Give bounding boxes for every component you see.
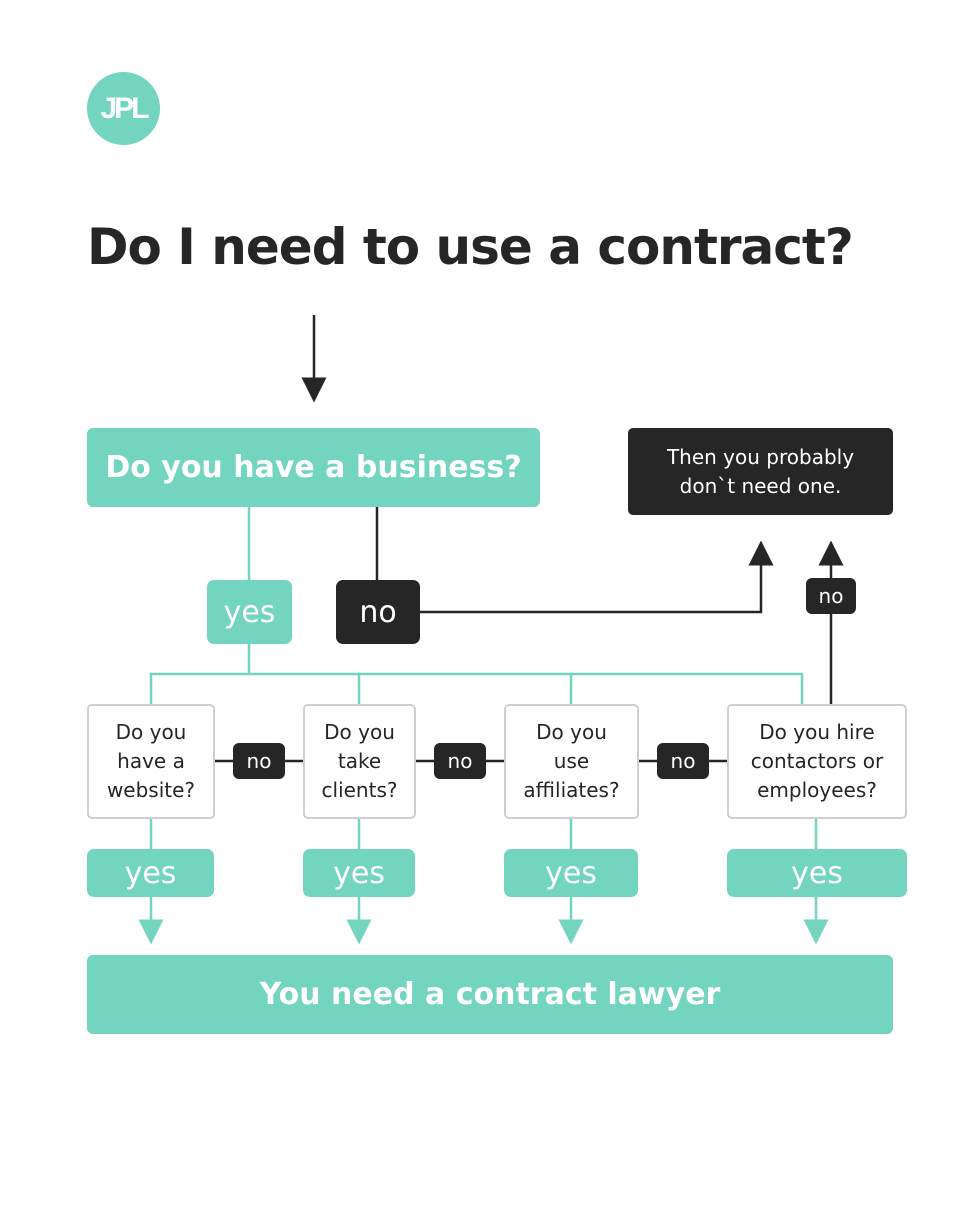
- contract-lawyer-result-box: You need a contract lawyer: [87, 955, 893, 1034]
- affiliates-no-label: no: [657, 743, 709, 779]
- website-question-box: Do you have a website?: [87, 704, 215, 819]
- clients-yes-label: yes: [303, 849, 415, 897]
- affiliates-yes-label: yes: [504, 849, 638, 897]
- clients-question-box: Do you take clients?: [303, 704, 416, 819]
- page-title: Do I need to use a contract?: [87, 218, 854, 276]
- no-to-result-line: [420, 540, 774, 614]
- website-yes-label: yes: [87, 849, 214, 897]
- affiliates-question-box: Do you use affiliates?: [504, 704, 639, 819]
- business-yes-label: yes: [207, 580, 292, 644]
- hire-no-label: no: [806, 578, 856, 614]
- business-question-box: Do you have a business?: [87, 428, 540, 507]
- brand-logo: JPL: [87, 72, 160, 145]
- branch-line: [149, 672, 804, 704]
- business-no-label: no: [336, 580, 420, 644]
- brand-logo-text: JPL: [100, 91, 149, 125]
- hire-question-box: Do you hire contactors or employees?: [727, 704, 907, 819]
- no-contract-needed-box: Then you probably don`t need one.: [628, 428, 893, 515]
- website-no-label: no: [233, 743, 285, 779]
- hire-yes-label: yes: [727, 849, 907, 897]
- clients-no-label: no: [434, 743, 486, 779]
